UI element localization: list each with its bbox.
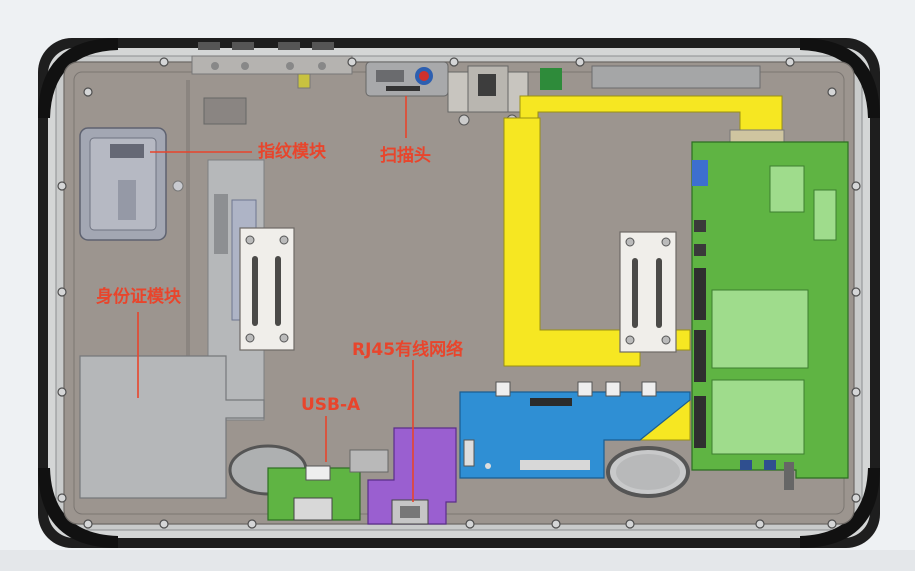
sub-board bbox=[459, 381, 691, 479]
screw-holes bbox=[57, 57, 861, 529]
rj45-board bbox=[367, 427, 475, 525]
clamp-plate-right bbox=[619, 231, 677, 353]
label-rj45-network: RJ45有线网络 bbox=[352, 340, 464, 360]
usb-board bbox=[267, 449, 389, 521]
clamp-plate-left bbox=[239, 227, 295, 351]
id-card-module bbox=[79, 355, 265, 499]
main-board bbox=[691, 141, 849, 490]
label-fingerprint-module: 指纹模块 bbox=[258, 142, 326, 162]
fingerprint-module bbox=[79, 127, 184, 241]
label-scanner-head: 扫描头 bbox=[380, 146, 431, 166]
label-id-card-module: 身份证模块 bbox=[96, 287, 181, 307]
scanner-module bbox=[365, 61, 529, 126]
label-usb-a: USB-A bbox=[301, 395, 361, 415]
